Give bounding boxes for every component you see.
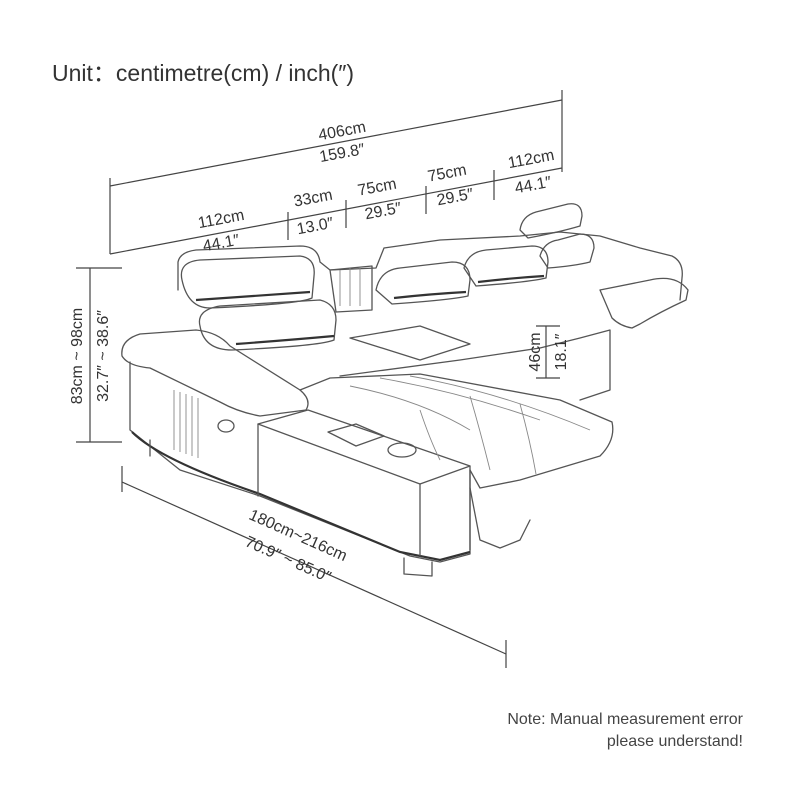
segment-console-cm: 33cm (292, 187, 334, 211)
segment-mid2-inch: 29.5″ (436, 186, 476, 209)
segment-left-cm: 112cm (197, 207, 246, 232)
seat-height-cm: 46cm (527, 332, 544, 371)
height-cm: 83cm ~ 98cm (69, 308, 86, 404)
segment-mid1-cm: 75cm (356, 176, 398, 200)
console-cup-holder (329, 265, 373, 313)
segment-console-inch: 13.0″ (296, 215, 336, 238)
chaise-seat-cushion (299, 373, 614, 489)
chaise-side-table (257, 409, 471, 485)
seat-height-inch: 18.1″ (553, 333, 570, 370)
side-table-cup (387, 442, 417, 458)
recline-button (217, 419, 235, 433)
chaise-depth-dimension: 180cm~216cm 70.9″ ~ 85.0″ (121, 466, 507, 668)
segment-right-cm: 112cm (507, 147, 556, 172)
segment-mid2-cm: 75cm (426, 162, 468, 186)
mid-headrest-2 (463, 245, 549, 287)
left-seat-headrest (198, 299, 337, 351)
left-headrest (180, 255, 315, 309)
chaise-armrest (121, 329, 309, 417)
segment-left-inch: 44.1″ (202, 232, 242, 255)
sofa-illustration (121, 203, 689, 577)
height-inch: 32.7″ ~ 38.6″ (95, 310, 112, 402)
side-table-tray (327, 423, 385, 447)
cushion-tufting (349, 375, 591, 475)
height-dimension: 83cm ~ 98cm 32.7″ ~ 38.6″ (69, 267, 122, 443)
note-line-1: Note: Manual measurement error (507, 711, 743, 728)
long-seat-edge (339, 329, 611, 401)
sofa-feet (149, 439, 433, 577)
unit-label: Unit：centimetre(cm) / inch(″) (52, 60, 355, 86)
recliner-footrest (599, 277, 689, 329)
mid-headrest-1 (375, 261, 471, 305)
segment-right-inch: 44.1″ (514, 174, 554, 197)
mid-console-tray (349, 325, 471, 361)
note-line-2: please understand! (606, 733, 743, 750)
right-headrest (539, 233, 595, 269)
overall-width-cm: 406cm (317, 119, 367, 144)
sofa-backrest-outline (177, 231, 683, 301)
segment-mid1-inch: 29.5″ (364, 200, 404, 223)
right-headrest-top (519, 203, 583, 239)
seat-height-dimension: 46cm 18.1″ (527, 325, 570, 379)
measurement-note: Note: Manual measurement error please un… (507, 709, 743, 753)
